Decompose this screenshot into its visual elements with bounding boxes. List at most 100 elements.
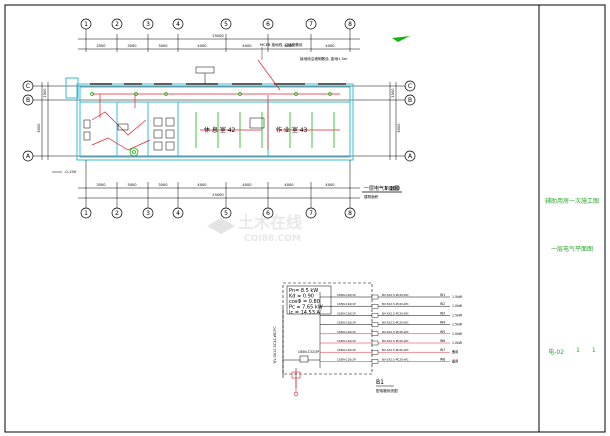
dim-top-total: 25000 <box>212 34 224 38</box>
axis-top-5: 5 <box>224 21 228 28</box>
wiring <box>91 59 340 151</box>
plan-title: 一层电气平面图 <box>364 185 399 192</box>
circuit-row: C65N-C16/1P BV-3X2.5-PC20-WC W4 1.5kW <box>320 321 463 327</box>
north-arrow-icon <box>392 36 410 42</box>
dim-right-2: 5000 <box>397 123 401 133</box>
plan-area: 建筑面积 <box>364 194 379 199</box>
dim-top-3: 3000 <box>158 44 168 48</box>
circuit-breaker: C65N-C16/1P <box>337 302 356 306</box>
axis-top-7: 7 <box>309 21 313 28</box>
circuit-breaker: C65N-C16/1P <box>337 330 356 334</box>
dim-left-1: 1500 <box>43 88 47 98</box>
param-cos: cosΦ = 0.80 <box>289 299 320 305</box>
sheet-total: 1 <box>591 347 596 354</box>
axis-bottom-2: 2 <box>115 210 119 217</box>
param-ic: Ic = 14.53 A <box>289 310 320 316</box>
circuit-load: 1.0kW <box>452 332 463 336</box>
panel-tag-box <box>195 66 215 74</box>
circuit-cable: BV-3X2.5-PC20-WC <box>382 339 409 343</box>
circuit-cable: BV-3X2.5-PC20-WC <box>382 321 409 325</box>
panel-name: B1 <box>376 379 384 386</box>
circuit-cable: BV-3X2.5-PC20-WC <box>382 348 409 352</box>
axis-top-1: 1 <box>84 21 88 28</box>
dim-top-1: 3500 <box>96 44 106 48</box>
plan-caption: 一层电气平面图 1:100 建筑面积 <box>362 185 402 199</box>
dim-top-6: 4000 <box>284 44 294 48</box>
watermark-logo-icon <box>207 218 235 234</box>
axis-right-a: A <box>408 153 413 160</box>
dim-top-5: 4000 <box>242 44 252 48</box>
drawing-title: 一层电气平面图 <box>550 246 593 253</box>
axis-bottom-6: 6 <box>266 210 270 217</box>
building-walls <box>65 77 354 161</box>
axis-top-2: 2 <box>115 21 119 28</box>
incoming-cable: YJV-3X10-SC32-WC/FC <box>273 326 277 364</box>
panel-params-box <box>286 285 332 315</box>
circuit-id: W3 <box>440 311 445 315</box>
dim-bottom-total: 25000 <box>212 193 224 197</box>
dim-top-4: 4000 <box>197 44 207 48</box>
project-title: 辅助用房一次施工图 <box>544 198 599 205</box>
circuit-id: W2 <box>440 302 445 306</box>
mceb-note-1: MCEB 接地线, 沿墙明敷设 <box>260 42 303 47</box>
dim-bottom-6: 4000 <box>284 183 294 187</box>
axis-left-a: A <box>26 153 31 160</box>
axis-top-8: 8 <box>348 21 352 28</box>
circuit-load: 备用 <box>452 358 458 363</box>
axis-top-6: 6 <box>266 21 270 28</box>
ground-icon <box>293 391 299 397</box>
param-kd: Kd = 0.90 <box>289 294 314 300</box>
dim-bottom-5: 4000 <box>242 183 252 187</box>
param-pc: Pc = 7.65 kW <box>289 305 323 311</box>
circuit-load: 1.5kW <box>452 323 463 327</box>
circuit-breaker: C65N-C16/1P <box>337 339 356 343</box>
param-pn: Pn= 8.5 kW <box>289 288 318 294</box>
circuit-cable: BV-3X2.5-PC20-WC <box>382 330 409 334</box>
circuit-breaker: C65N-C16/1P <box>337 321 356 325</box>
axis-bottom-8: 8 <box>348 210 352 217</box>
dim-top-7: 4000 <box>325 44 335 48</box>
dim-bottom-1: 3500 <box>96 183 106 187</box>
circuit-id: W7 <box>440 348 445 352</box>
dim-top-2: 3000 <box>127 44 137 48</box>
axis-top-3: 3 <box>146 21 150 28</box>
panel-name-sub: 配电箱系统图 <box>376 388 398 393</box>
watermark-text: 土木在线 <box>238 213 302 232</box>
circuit-load: 备用 <box>452 349 458 354</box>
dim-left-2: 5000 <box>37 123 41 133</box>
axis-bottom-3: 3 <box>146 210 150 217</box>
dim-right-1: 1500 <box>391 88 395 98</box>
light-fixtures <box>90 92 335 157</box>
sanitary-fixtures <box>83 117 265 151</box>
main-breaker-label: C65N-C32/3P <box>298 350 319 354</box>
circuit-id: W4 <box>440 321 445 325</box>
axis-bottom-7: 7 <box>309 210 313 217</box>
floor-plan: 1 2 3 4 5 6 7 8 3500 3000 3000 4000 4000… <box>22 18 416 219</box>
circuit-load: 1.0kW <box>452 341 463 345</box>
watermark: 土木在线 COI88.COM <box>207 213 302 244</box>
dim-bottom-4: 4000 <box>197 183 207 187</box>
mceb-note-2: 接地线沿墙明敷设, 距地1.5m <box>300 56 348 61</box>
axis-bottom-5: 5 <box>224 210 228 217</box>
circuit-breaker: C65N-C16/1P <box>337 357 356 361</box>
circuit-cable: BV-3X2.5-PC20-WC <box>382 293 409 297</box>
drawing-number: 电-02 <box>548 349 565 356</box>
sheet-number-row: 电-02 1 1 <box>542 347 602 356</box>
top-axis-bubbles <box>80 18 356 30</box>
dim-bottom-7: 4000 <box>325 183 335 187</box>
circuit-load: 1.5kW <box>452 295 463 299</box>
room-rest-label: 休 息 室 42 <box>204 126 236 134</box>
circuit-breaker: C65N-C16/1P <box>337 311 356 315</box>
axis-bottom-4: 4 <box>176 210 180 217</box>
axis-left-b: B <box>26 97 30 104</box>
sheet-border <box>4 4 606 433</box>
circuit-cable: BV-3X2.5-PC20-WC <box>382 302 409 306</box>
circuit-breaker: C65N-C16/1P <box>337 293 356 297</box>
